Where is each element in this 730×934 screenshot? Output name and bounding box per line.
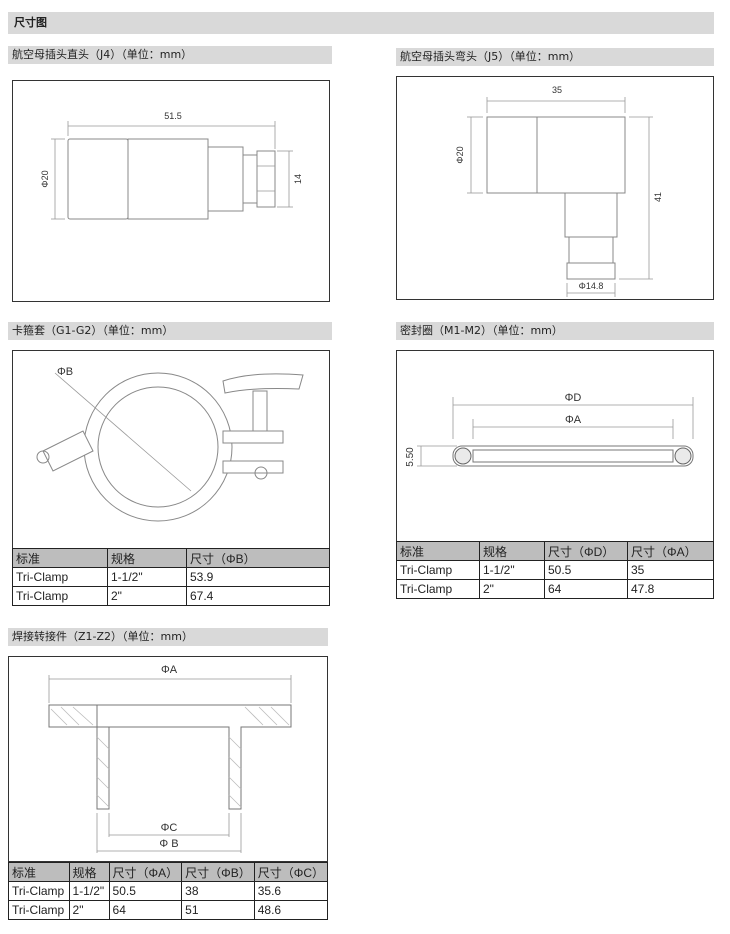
cell: 2" [68, 900, 110, 920]
cell: 38 [181, 881, 255, 901]
header-size-c: 尺寸（ΦC） [253, 862, 329, 882]
header-standard: 标准 [396, 541, 480, 561]
label-b: ΦB [57, 366, 73, 378]
drawing-clamp: ΦB [12, 350, 330, 550]
cell: 35 [627, 560, 714, 580]
section-title-clamp: 卡箍套（G1-G2）（单位：mm） [8, 322, 332, 340]
dim-nut: 14 [293, 174, 303, 184]
section-title-j5: 航空母插头弯头（J5）（单位：mm） [396, 48, 714, 66]
header-standard: 标准 [8, 862, 70, 882]
cell: 35.6 [253, 881, 329, 901]
weld-table: 标准 规格 尺寸（ΦA） 尺寸（ΦB） 尺寸（ΦC） Tri-Clamp 1-1… [8, 862, 329, 920]
cell: Tri-Clamp [8, 881, 70, 901]
page-header: 尺寸图 [8, 12, 714, 34]
label-c: ΦC [161, 822, 178, 834]
label-b: Φ B [159, 838, 178, 850]
table-row: Tri-Clamp 2" 64 47.8 [396, 579, 714, 599]
cell: 50.5 [108, 881, 183, 901]
cell: 64 [108, 900, 183, 920]
cell: 67.4 [186, 586, 330, 606]
header-size-a: 尺寸（ΦA） [627, 541, 714, 561]
section-title-weld: 焊接转接件（Z1-Z2）（单位：mm） [8, 628, 328, 646]
cell: 2" [107, 586, 187, 606]
label-a: ΦA [161, 664, 178, 676]
header-size-b: 尺寸（ΦB） [181, 862, 255, 882]
label-a: ΦA [565, 414, 582, 426]
cell: Tri-Clamp [8, 900, 70, 920]
label-h: 5.50 [405, 447, 416, 467]
dim-diameter: Φ20 [455, 146, 465, 163]
table-header-row: 标准 规格 尺寸（ΦB） [12, 548, 330, 568]
table-header-row: 标准 规格 尺寸（ΦD） 尺寸（ΦA） [396, 541, 714, 561]
table-header-row: 标准 规格 尺寸（ΦA） 尺寸（ΦB） 尺寸（ΦC） [8, 862, 329, 882]
cell: 53.9 [186, 567, 330, 587]
cell: 47.8 [627, 579, 714, 599]
seal-table: 标准 规格 尺寸（ΦD） 尺寸（ΦA） Tri-Clamp 1-1/2" 50.… [396, 541, 714, 599]
table-row: Tri-Clamp 1-1/2" 50.5 35 [396, 560, 714, 580]
cell: Tri-Clamp [12, 586, 108, 606]
clamp-table: 标准 规格 尺寸（ΦB） Tri-Clamp 1-1/2" 53.9 Tri-C… [12, 548, 330, 606]
dim-length: 51.5 [164, 111, 182, 121]
header-spec: 规格 [107, 548, 187, 568]
drawing-j4: 51.5 Φ20 14 [12, 80, 330, 302]
dim-bottom: Φ14.8 [579, 281, 604, 291]
header-standard: 标准 [12, 548, 108, 568]
cell: Tri-Clamp [396, 560, 480, 580]
section-title-seal: 密封圈（M1-M2）（单位：mm） [396, 322, 714, 340]
cell: 48.6 [253, 900, 329, 920]
dim-diameter: Φ20 [40, 170, 50, 187]
cell: 51 [181, 900, 255, 920]
drawing-seal: ΦD ΦA 5.50 [396, 350, 714, 542]
header-size-d: 尺寸（ΦD） [544, 541, 628, 561]
header-spec: 规格 [68, 862, 110, 882]
table-row: Tri-Clamp 1-1/2" 53.9 [12, 567, 330, 587]
header-spec: 规格 [479, 541, 545, 561]
cell: 1-1/2" [479, 560, 545, 580]
table-row: Tri-Clamp 2" 64 51 48.6 [8, 900, 329, 920]
drawing-weld: ΦA ΦC Φ B [8, 656, 328, 862]
cell: Tri-Clamp [12, 567, 108, 587]
cell: Tri-Clamp [396, 579, 480, 599]
header-size-a: 尺寸（ΦA） [108, 862, 183, 882]
header-size-b: 尺寸（ΦB） [186, 548, 330, 568]
dim-height: 41 [653, 192, 663, 202]
table-row: Tri-Clamp 1-1/2" 50.5 38 35.6 [8, 881, 329, 901]
cell: 1-1/2" [68, 881, 110, 901]
cell: 50.5 [544, 560, 628, 580]
section-title-j4: 航空母插头直头（J4）（单位：mm） [8, 46, 332, 64]
cell: 1-1/2" [107, 567, 187, 587]
label-d: ΦD [565, 392, 582, 404]
cell: 2" [479, 579, 545, 599]
cell: 64 [544, 579, 628, 599]
table-row: Tri-Clamp 2" 67.4 [12, 586, 330, 606]
dim-width: 35 [552, 85, 562, 95]
drawing-j5: 35 Φ20 41 Φ14.8 [396, 76, 714, 300]
